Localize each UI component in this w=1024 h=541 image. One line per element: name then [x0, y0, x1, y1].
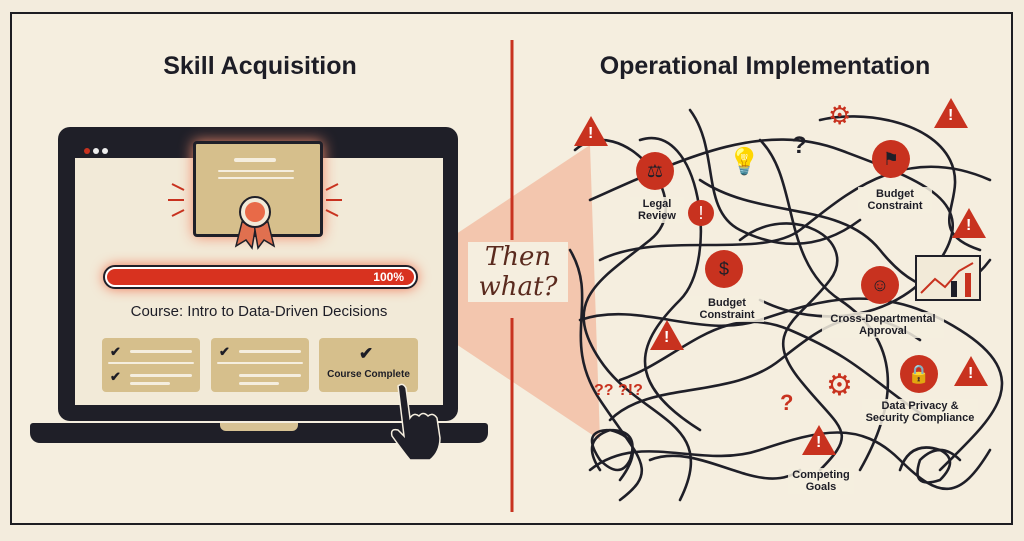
- lesson-card: ✔ ✔: [102, 338, 200, 392]
- people-network-icon: ☺: [861, 266, 899, 304]
- progress-fill: [107, 269, 414, 285]
- window-dot-icon: [84, 148, 90, 154]
- obstacle-label-competing-goals: Competing Goals: [788, 468, 854, 494]
- left-title: Skill Acquisition: [163, 52, 357, 80]
- gear-icon: ⚙: [828, 100, 852, 130]
- question-mark-icon: ?: [780, 390, 794, 415]
- gavel-icon: ⚖: [636, 152, 674, 190]
- progress-label: 100%: [373, 270, 404, 284]
- lock-icon: 🔒: [900, 355, 938, 393]
- obstacle-label-cross-departmental: Cross-Departmental Approval: [822, 312, 944, 338]
- warning-icon: !: [802, 425, 836, 455]
- award-ribbon-icon: [168, 183, 342, 250]
- obstacle-label-budget-constraint: Budget Constraint: [858, 187, 932, 213]
- warning-icon: !: [952, 208, 986, 238]
- window-dot-icon: [102, 148, 108, 154]
- check-icon: ✔: [110, 344, 121, 359]
- course-complete-card[interactable]: ✔ Course Complete: [319, 338, 418, 392]
- window-dot-icon: [93, 148, 99, 154]
- warning-icon: !: [934, 98, 968, 128]
- stamp-icon: ⚑: [872, 140, 910, 178]
- obstacle-label-legal-review: Legal Review: [630, 197, 684, 223]
- alert-icon: !: [688, 200, 714, 226]
- warning-icon: !: [954, 356, 988, 386]
- confusion-marks-icon: ?? ?!?: [594, 382, 643, 399]
- check-icon: ✔: [359, 344, 374, 363]
- obstacle-label-budget-constraint: Budget Constraint: [690, 296, 764, 322]
- right-title: Operational Implementation: [599, 52, 931, 80]
- course-complete-label: Course Complete: [327, 369, 410, 380]
- laptop-base: [30, 423, 488, 443]
- obstacle-label-data-privacy: Data Privacy & Security Compliance: [862, 399, 978, 425]
- course-progress-bar: 100%: [103, 265, 418, 289]
- warning-icon: !: [650, 320, 684, 350]
- check-icon: ✔: [219, 344, 230, 359]
- chart-board-icon: [915, 255, 981, 301]
- then-what-question: Then what?: [468, 242, 568, 302]
- certificate-icon: [193, 141, 323, 237]
- laptop-notch: [220, 423, 298, 431]
- money-hand-icon: $: [705, 250, 743, 288]
- lesson-card: ✔: [211, 338, 309, 392]
- course-title: Course: Intro to Data-Driven Decisions: [130, 303, 388, 320]
- lightbulb-icon: 💡: [728, 146, 761, 176]
- question-mark-icon: ?: [792, 132, 807, 159]
- warning-icon: !: [574, 116, 608, 146]
- check-icon: ✔: [110, 369, 121, 384]
- pointer-hand-icon: [390, 383, 441, 460]
- gear-icon: ⚙: [826, 369, 853, 402]
